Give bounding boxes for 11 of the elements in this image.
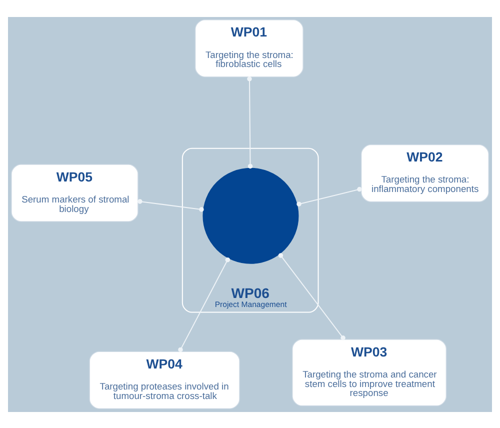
- connector: [178, 256, 230, 352]
- node-box: WP03 Targeting the stroma and cancer stem cells to improve treatment response: [292, 338, 447, 406]
- connector: [296, 186, 362, 206]
- connector: [138, 198, 204, 212]
- connector: [247, 76, 253, 168]
- node-box: WP02 Targeting the stroma: inflammatory components: [360, 144, 489, 202]
- cluster: WP06 Project Management: [182, 147, 319, 312]
- node-box: WP05 Serum markers of stromal biology: [11, 164, 138, 222]
- connector: [278, 252, 346, 340]
- node-box: WP01 Targeting the stroma: fibroblastic cells: [194, 18, 304, 77]
- node-box: WP04 Targeting proteases involved in tumour-stroma cross-talk: [89, 350, 240, 408]
